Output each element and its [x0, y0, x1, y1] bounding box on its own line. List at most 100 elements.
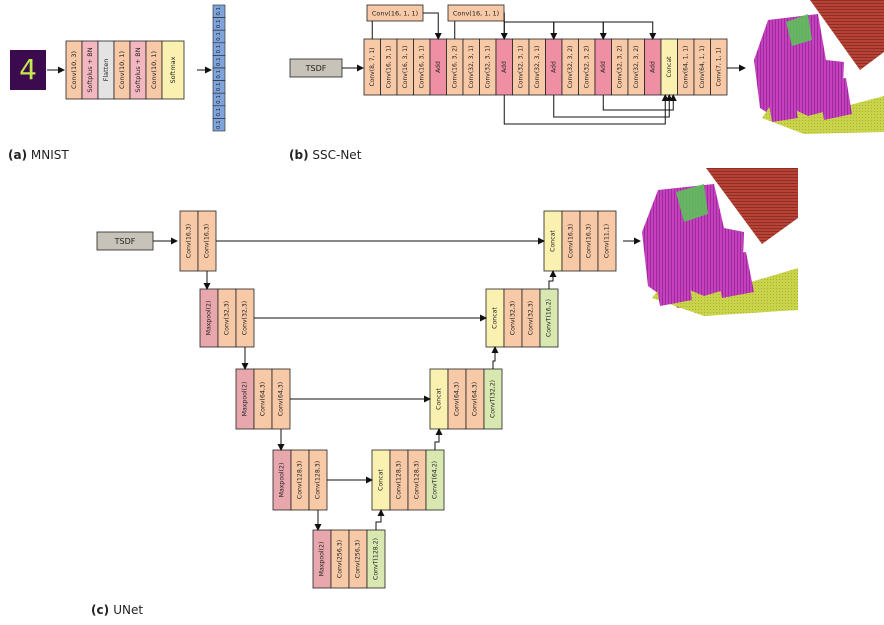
layer-label: Conv(32,3)	[510, 301, 517, 335]
layer-label: Conv(256,3)	[355, 540, 362, 578]
layer-convt-64-2: ConvT(64,2)	[425, 449, 445, 511]
layer-label: Maxpool(2)	[279, 463, 286, 498]
layer-conv-128-3: Conv(128,3)	[308, 449, 328, 511]
layer-label: Conv(16,3)	[204, 224, 211, 258]
layer-add: Add	[594, 38, 612, 96]
caption-c-name: UNet	[113, 603, 144, 617]
layer-label: Conv(32, 3, 1)	[517, 46, 524, 89]
layer-add: Add	[644, 38, 662, 96]
layer-conv-32-3: Conv(32,3)	[503, 288, 523, 348]
ssc-concat-arrow	[602, 94, 677, 111]
layer-label: Conv(32, 3, 1)	[484, 46, 491, 89]
layer-label: Conv(16, 3, 1)	[402, 46, 409, 89]
caption-a: (a) MNIST	[8, 148, 69, 162]
layer-conv-10-1: Conv(10, 1)	[113, 40, 131, 100]
layer-label: Conv(64, 1, 1)	[699, 46, 706, 89]
layer-label: Concat	[436, 388, 443, 410]
layer-label: Conv(8, 7, 1)	[369, 48, 376, 87]
layer-label: Conv(16, 3, 1)	[385, 46, 392, 89]
output-value: 0.1	[216, 20, 222, 29]
layer-label: Concat	[492, 307, 499, 329]
skip-conv-label: Conv(16, 1, 1)	[453, 10, 499, 18]
layer-conv-64-3: Conv(64,3)	[447, 368, 467, 430]
layer-label: Conv(256,3)	[337, 540, 344, 578]
layer-conv-16-3: Conv(16,3)	[561, 210, 581, 272]
output-cell	[212, 118, 226, 132]
layer-conv-256-3: Conv(256,3)	[348, 529, 368, 589]
layer-conv-16-3: Conv(16,3)	[197, 210, 217, 272]
layer-conv-32-3: Conv(32,3)	[521, 288, 541, 348]
unet-diagram: TSDF Conv(16,3) Conv(16,3) Maxpool(2) Conv(…	[96, 210, 641, 589]
layer-label: Conv(32,3)	[528, 301, 535, 335]
layer-label: Conv(16,3)	[186, 224, 193, 258]
caption-b-name: SSC-Net	[312, 148, 362, 162]
layer-flatten: Flatten	[97, 40, 115, 100]
ssc-skip-conv: Conv(16, 1, 1)	[447, 4, 508, 40]
unet-block-level3-down: Maxpool(2)Conv(128,3)Conv(128,3)	[272, 449, 328, 511]
layer-label: Add	[435, 61, 442, 73]
output-value: 0.1	[216, 70, 222, 79]
layer-conv-32-3-2: Conv(32, 3, 2)	[611, 38, 629, 96]
layer-maxpool-2: Maxpool(2)	[272, 449, 292, 511]
output-value: 0.1	[216, 108, 222, 117]
layer-conv-16-3-1: Conv(16, 3, 1)	[396, 38, 414, 96]
unet-block-level1-down: Maxpool(2)Conv(32,3)Conv(32,3)	[199, 288, 255, 348]
layer-label: Concat	[666, 56, 673, 78]
layer-label: Conv(32, 3, 2)	[567, 46, 574, 89]
ssc-residual-arrow	[602, 21, 657, 40]
unet-input-label: TSDF	[114, 237, 136, 246]
output-value: 0.1	[216, 120, 222, 129]
layer-conv-16-3-1: Conv(16, 3, 1)	[380, 38, 398, 96]
layer-conv-16-3: Conv(16,3)	[579, 210, 599, 272]
layer-maxpool-2: Maxpool(2)	[199, 288, 219, 348]
layer-label: Conv(32,3)	[224, 301, 231, 335]
output-value: 0.1	[216, 45, 222, 54]
layer-label: ConvT(64,2)	[432, 461, 439, 499]
ssc-residual-arrow	[553, 21, 607, 40]
layer-label: Conv(64,3)	[260, 382, 267, 416]
layer-label: Softplus + BN	[134, 47, 142, 92]
layer-label: Concat	[378, 469, 385, 491]
ssc-net-diagram: TSDF Conv(8, 7, 1) Conv(16, 3, 1) Conv(16,…	[289, 4, 746, 125]
mnist-digit: 4	[19, 53, 37, 86]
layer-label: ConvT(32,2)	[490, 380, 497, 418]
layer-conv-7-1-1: Conv(7, 1, 1)	[710, 38, 728, 96]
layer-concat: Concat	[429, 368, 449, 430]
caption-b: (b) SSC-Net	[289, 148, 361, 162]
layer-conv-16-3: Conv(16,3)	[179, 210, 199, 272]
ssc-residual-arrow	[503, 21, 558, 40]
layer-concat: Concat	[543, 210, 563, 272]
layer-softplus-bn: Softplus + BN	[81, 40, 99, 100]
layer-conv-128-3: Conv(128,3)	[389, 449, 409, 511]
unet-up-arrow	[548, 270, 557, 289]
layer-conv-256-3: Conv(256,3)	[330, 529, 350, 589]
caption-a-name: MNIST	[30, 148, 69, 162]
ssc-input-label: TSDF	[305, 64, 327, 73]
ssc-concat-arrow	[553, 94, 673, 118]
layer-softplus-bn: Softplus + BN	[129, 40, 147, 100]
caption-b-tag: (b)	[289, 148, 309, 162]
layer-add: Add	[429, 38, 447, 96]
layer-softmax: Softmax	[161, 40, 185, 100]
layer-concat: Concat	[485, 288, 505, 348]
layer-convt-32-2: ConvT(32,2)	[483, 368, 503, 430]
layer-add: Add	[545, 38, 563, 96]
unet-block-level0-down: Conv(16,3) Conv(16,3)	[179, 210, 217, 272]
layer-label: Conv(16,3)	[586, 224, 593, 258]
layer-convt-128-2: ConvT(128,2)	[366, 529, 386, 589]
layer-conv-64-3: Conv(64,3)	[253, 368, 273, 430]
layer-label: Maxpool(2)	[206, 301, 213, 336]
layer-conv-32-3-1: Conv(32, 3, 1)	[528, 38, 546, 96]
layer-label: Conv(10, 3)	[70, 51, 78, 89]
ssc-skip-conv: Conv(16, 1, 1)	[366, 4, 442, 40]
layer-conv-32-3-1: Conv(32, 3, 1)	[479, 38, 497, 96]
layer-add: Add	[495, 38, 513, 96]
layer-label: Conv(11,1)	[604, 224, 611, 258]
layer-label: Softmax	[169, 56, 177, 83]
